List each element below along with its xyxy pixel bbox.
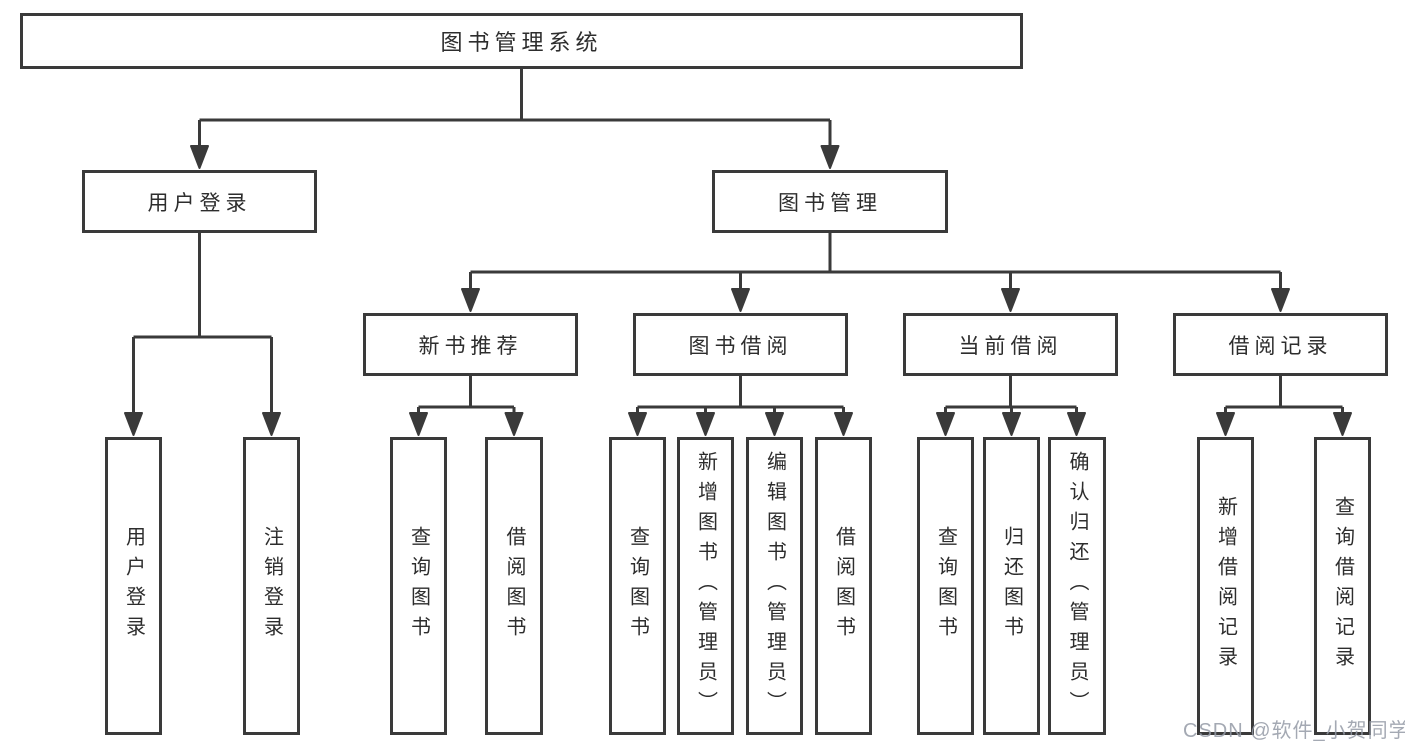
leaf-query-books-current: 查询图书 [917, 437, 974, 735]
leaf-label: 借阅图书 [832, 526, 855, 646]
leaf-add-books-admin: 新增图书（管理员） [677, 437, 734, 735]
leaf-label: 查询图书 [626, 526, 649, 646]
leaf-label: 新增图书（管理员） [694, 451, 717, 721]
leaf-add-borrow-record: 新增借阅记录 [1197, 437, 1254, 735]
leaf-label: 归还图书 [1000, 526, 1023, 646]
leaf-logout: 注销登录 [243, 437, 300, 735]
leaf-label: 用户登录 [122, 526, 145, 646]
leaf-label: 编辑图书（管理员） [763, 451, 786, 721]
node-book-borrowing: 图书借阅 [633, 313, 848, 376]
leaf-user-login: 用户登录 [105, 437, 162, 735]
leaf-query-books-recommend: 查询图书 [390, 437, 447, 735]
leaf-query-books-borrowing: 查询图书 [609, 437, 666, 735]
node-new-book-recommendation: 新书推荐 [363, 313, 578, 376]
node-current-borrowing: 当前借阅 [903, 313, 1118, 376]
leaf-confirm-return-admin: 确认归还（管理员） [1048, 437, 1106, 735]
leaf-label: 注销登录 [260, 526, 283, 646]
leaf-label: 查询借阅记录 [1331, 496, 1354, 676]
node-user-login: 用户登录 [82, 170, 317, 233]
node-root-library-system: 图书管理系统 [20, 13, 1023, 69]
leaf-label: 查询图书 [407, 526, 430, 646]
leaf-label: 查询图书 [934, 526, 957, 646]
leaf-edit-books-admin: 编辑图书（管理员） [746, 437, 803, 735]
node-book-management: 图书管理 [712, 170, 948, 233]
leaf-label: 确认归还（管理员） [1066, 451, 1088, 721]
leaf-query-borrow-record: 查询借阅记录 [1314, 437, 1371, 735]
leaf-borrow-books-recommend: 借阅图书 [485, 437, 543, 735]
leaf-label: 新增借阅记录 [1214, 496, 1237, 676]
node-borrowing-records: 借阅记录 [1173, 313, 1388, 376]
leaf-return-books: 归还图书 [983, 437, 1040, 735]
csdn-watermark: CSDN @软件_小贺同学 [1183, 720, 1405, 742]
leaf-borrow-books: 借阅图书 [815, 437, 872, 735]
leaf-label: 借阅图书 [503, 526, 525, 646]
